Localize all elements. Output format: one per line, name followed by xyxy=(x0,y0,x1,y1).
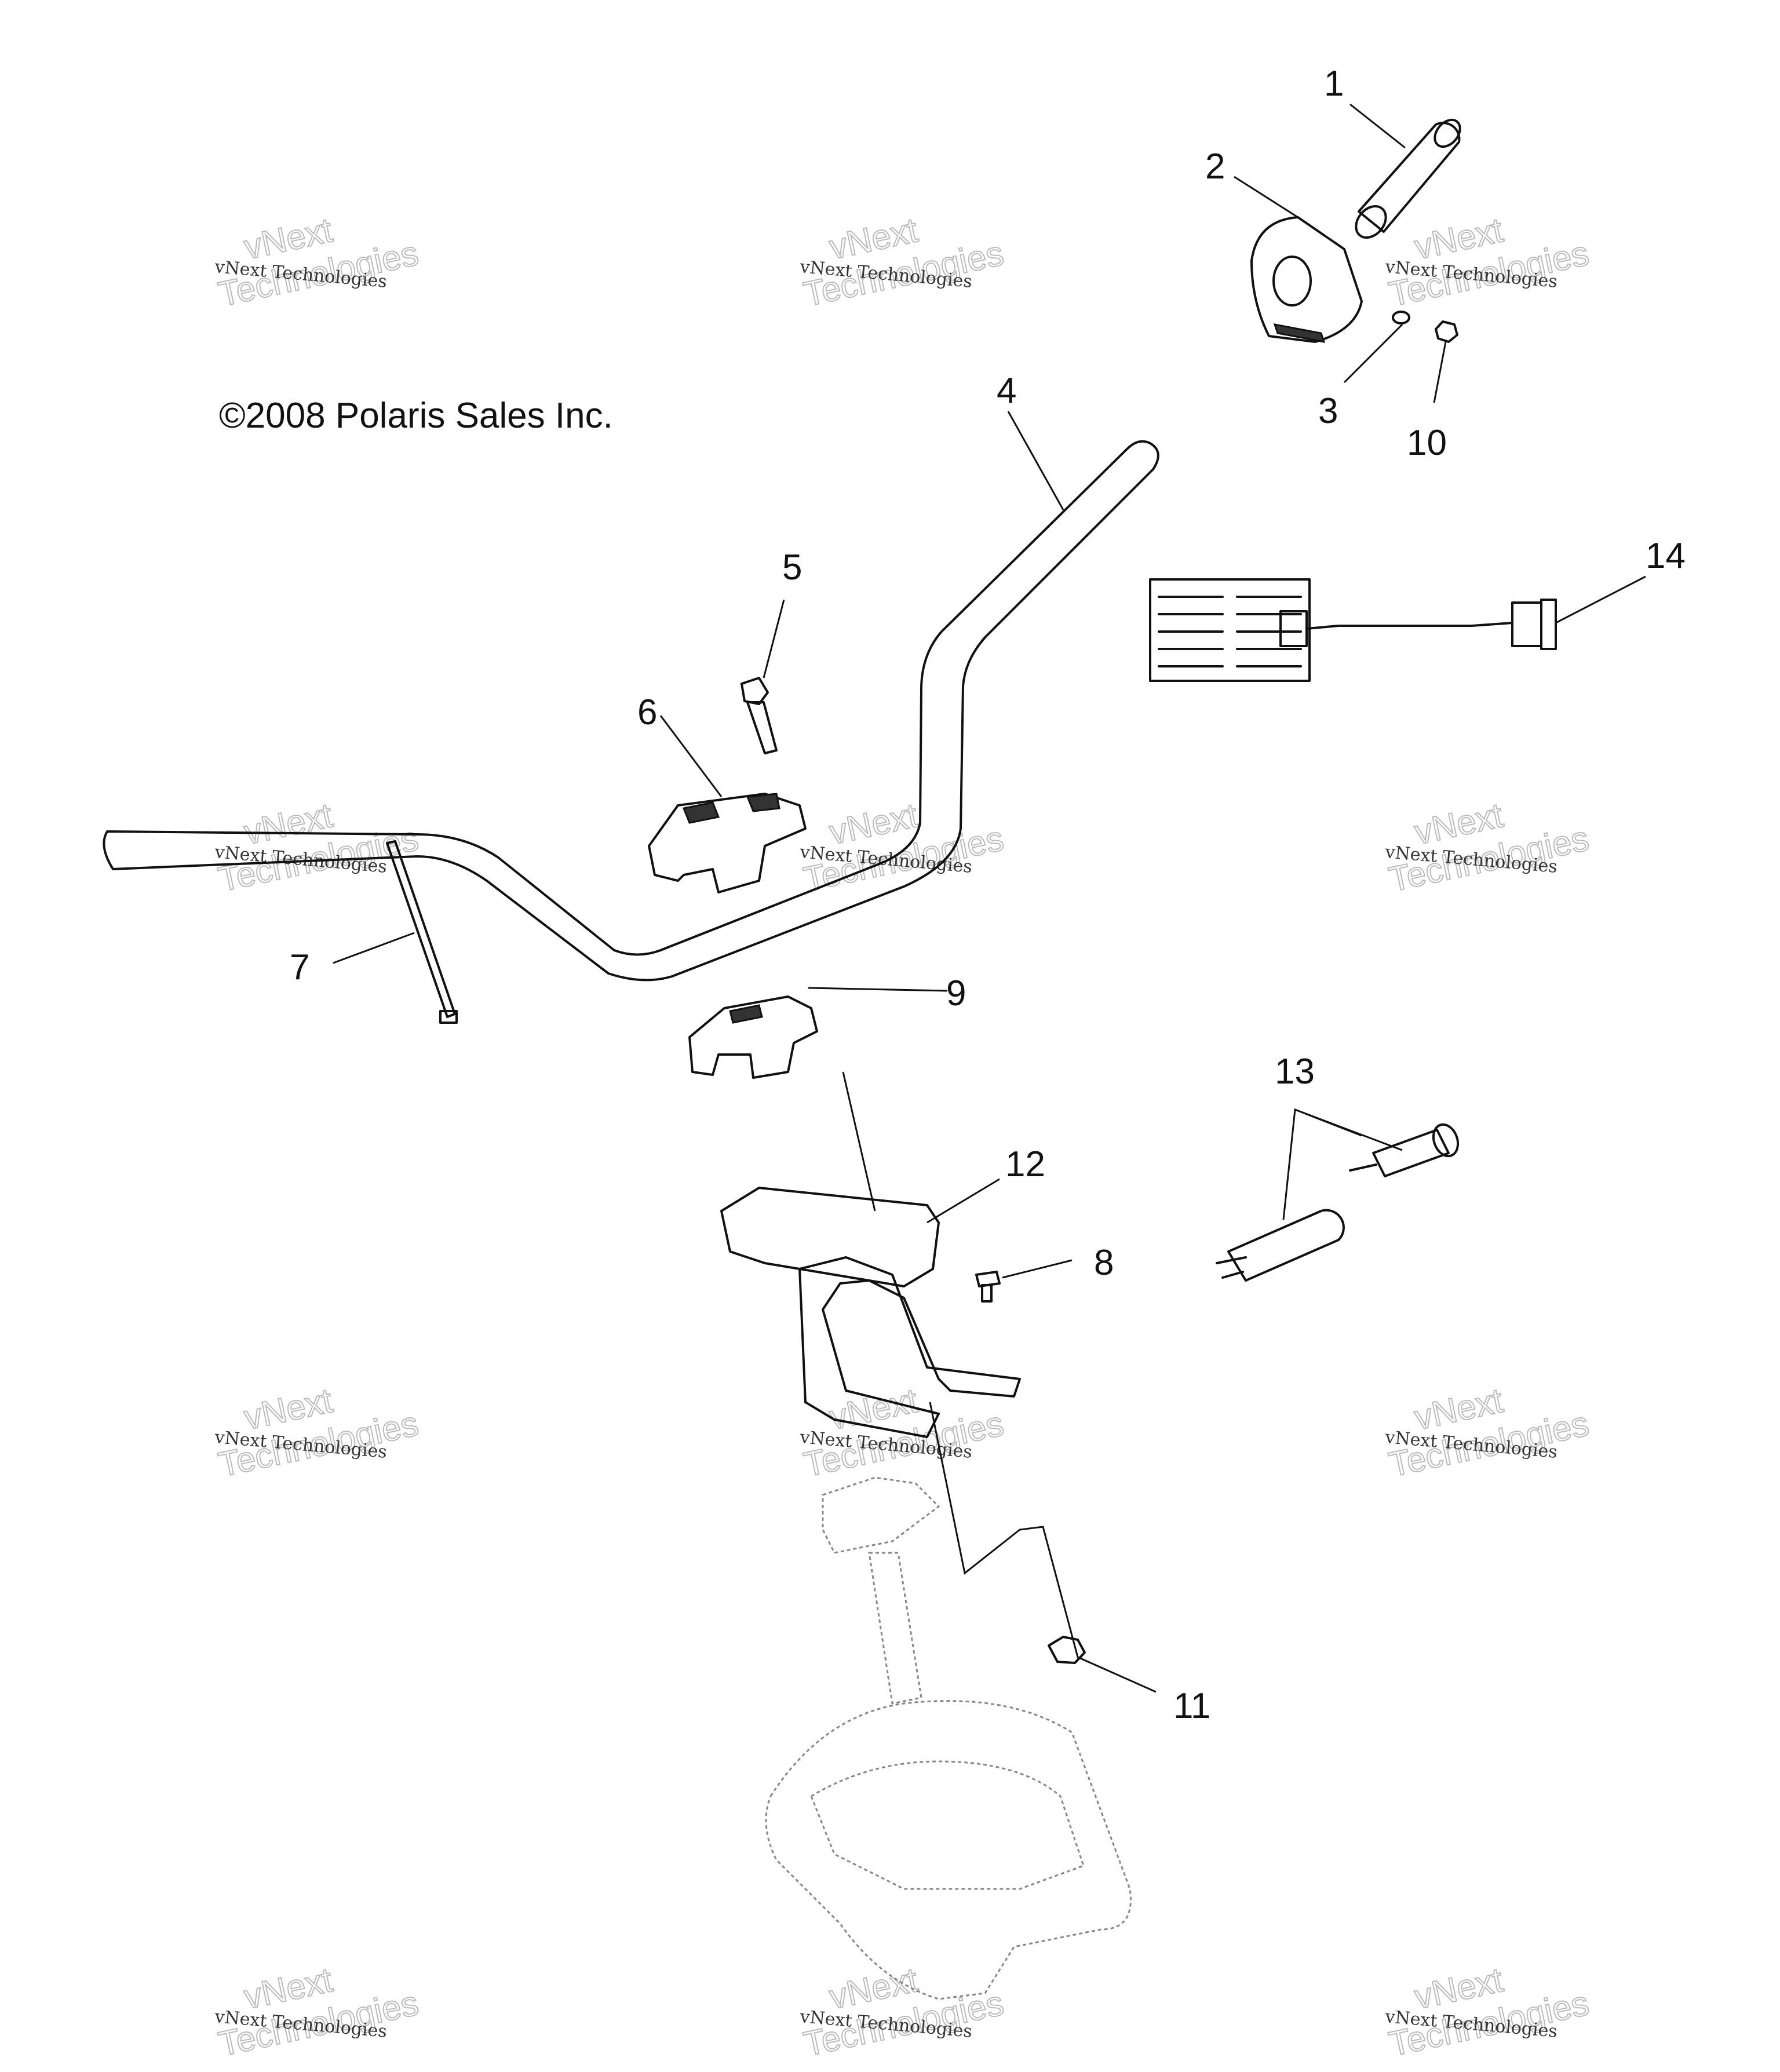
copyright-text: ©2008 Polaris Sales Inc. xyxy=(219,396,613,436)
part-4-handlebar xyxy=(103,440,1159,982)
callout-labels: 1 2 3 10 4 5 6 7 9 12 8 13 14 11 xyxy=(290,64,1686,1726)
part-7-cable-tie xyxy=(386,840,458,1024)
callout-12: 12 xyxy=(1005,1144,1045,1184)
callout-11: 11 xyxy=(1173,1686,1210,1726)
part-10-nut xyxy=(1435,320,1458,343)
callout-4: 4 xyxy=(997,371,1016,411)
callout-10: 10 xyxy=(1407,423,1447,463)
leader-12b xyxy=(842,1071,876,1212)
callout-1: 1 xyxy=(1324,64,1344,104)
part-13-grip-heater-pair xyxy=(1216,1123,1460,1282)
callout-3: 3 xyxy=(1318,391,1338,431)
leader-11 xyxy=(929,1402,1157,1693)
leader-10 xyxy=(1433,341,1447,403)
leader-4 xyxy=(1007,411,1064,510)
callout-8: 8 xyxy=(1094,1243,1114,1283)
leader-7 xyxy=(333,932,415,964)
part-1-grip xyxy=(1355,118,1461,239)
callout-7: 7 xyxy=(290,947,309,987)
part-6-upper-clamp xyxy=(648,793,807,893)
part-5-bolt xyxy=(741,677,778,754)
part-2-throttle-housing xyxy=(1250,216,1363,343)
leader-3 xyxy=(1343,323,1403,384)
part-8-screw xyxy=(975,1271,1001,1303)
callout-2: 2 xyxy=(1205,147,1225,187)
leader-12 xyxy=(927,1178,1000,1224)
part-11-nut xyxy=(1048,1636,1086,1664)
callout-9: 9 xyxy=(946,973,966,1013)
part-3-screw xyxy=(1392,311,1410,324)
callout-5: 5 xyxy=(782,548,802,588)
leader-5 xyxy=(763,599,785,678)
callout-13: 13 xyxy=(1275,1052,1315,1092)
callout-14: 14 xyxy=(1646,536,1686,576)
leader-9 xyxy=(808,987,948,992)
callout-6: 6 xyxy=(637,692,657,732)
leader-6 xyxy=(659,715,723,797)
steering-post-ghost xyxy=(765,1476,1132,2000)
part-9-lower-clamp xyxy=(688,995,818,1079)
part-14-heater-element xyxy=(1149,578,1557,682)
leader-1 xyxy=(1349,103,1406,149)
leader-14 xyxy=(1555,575,1646,624)
part-12-handlebar-bracket xyxy=(720,1187,1021,1438)
leader-8 xyxy=(1002,1259,1073,1279)
leader-2 xyxy=(1234,176,1298,218)
leader-13 xyxy=(1282,1108,1403,1220)
leader-lines xyxy=(333,103,1646,1693)
